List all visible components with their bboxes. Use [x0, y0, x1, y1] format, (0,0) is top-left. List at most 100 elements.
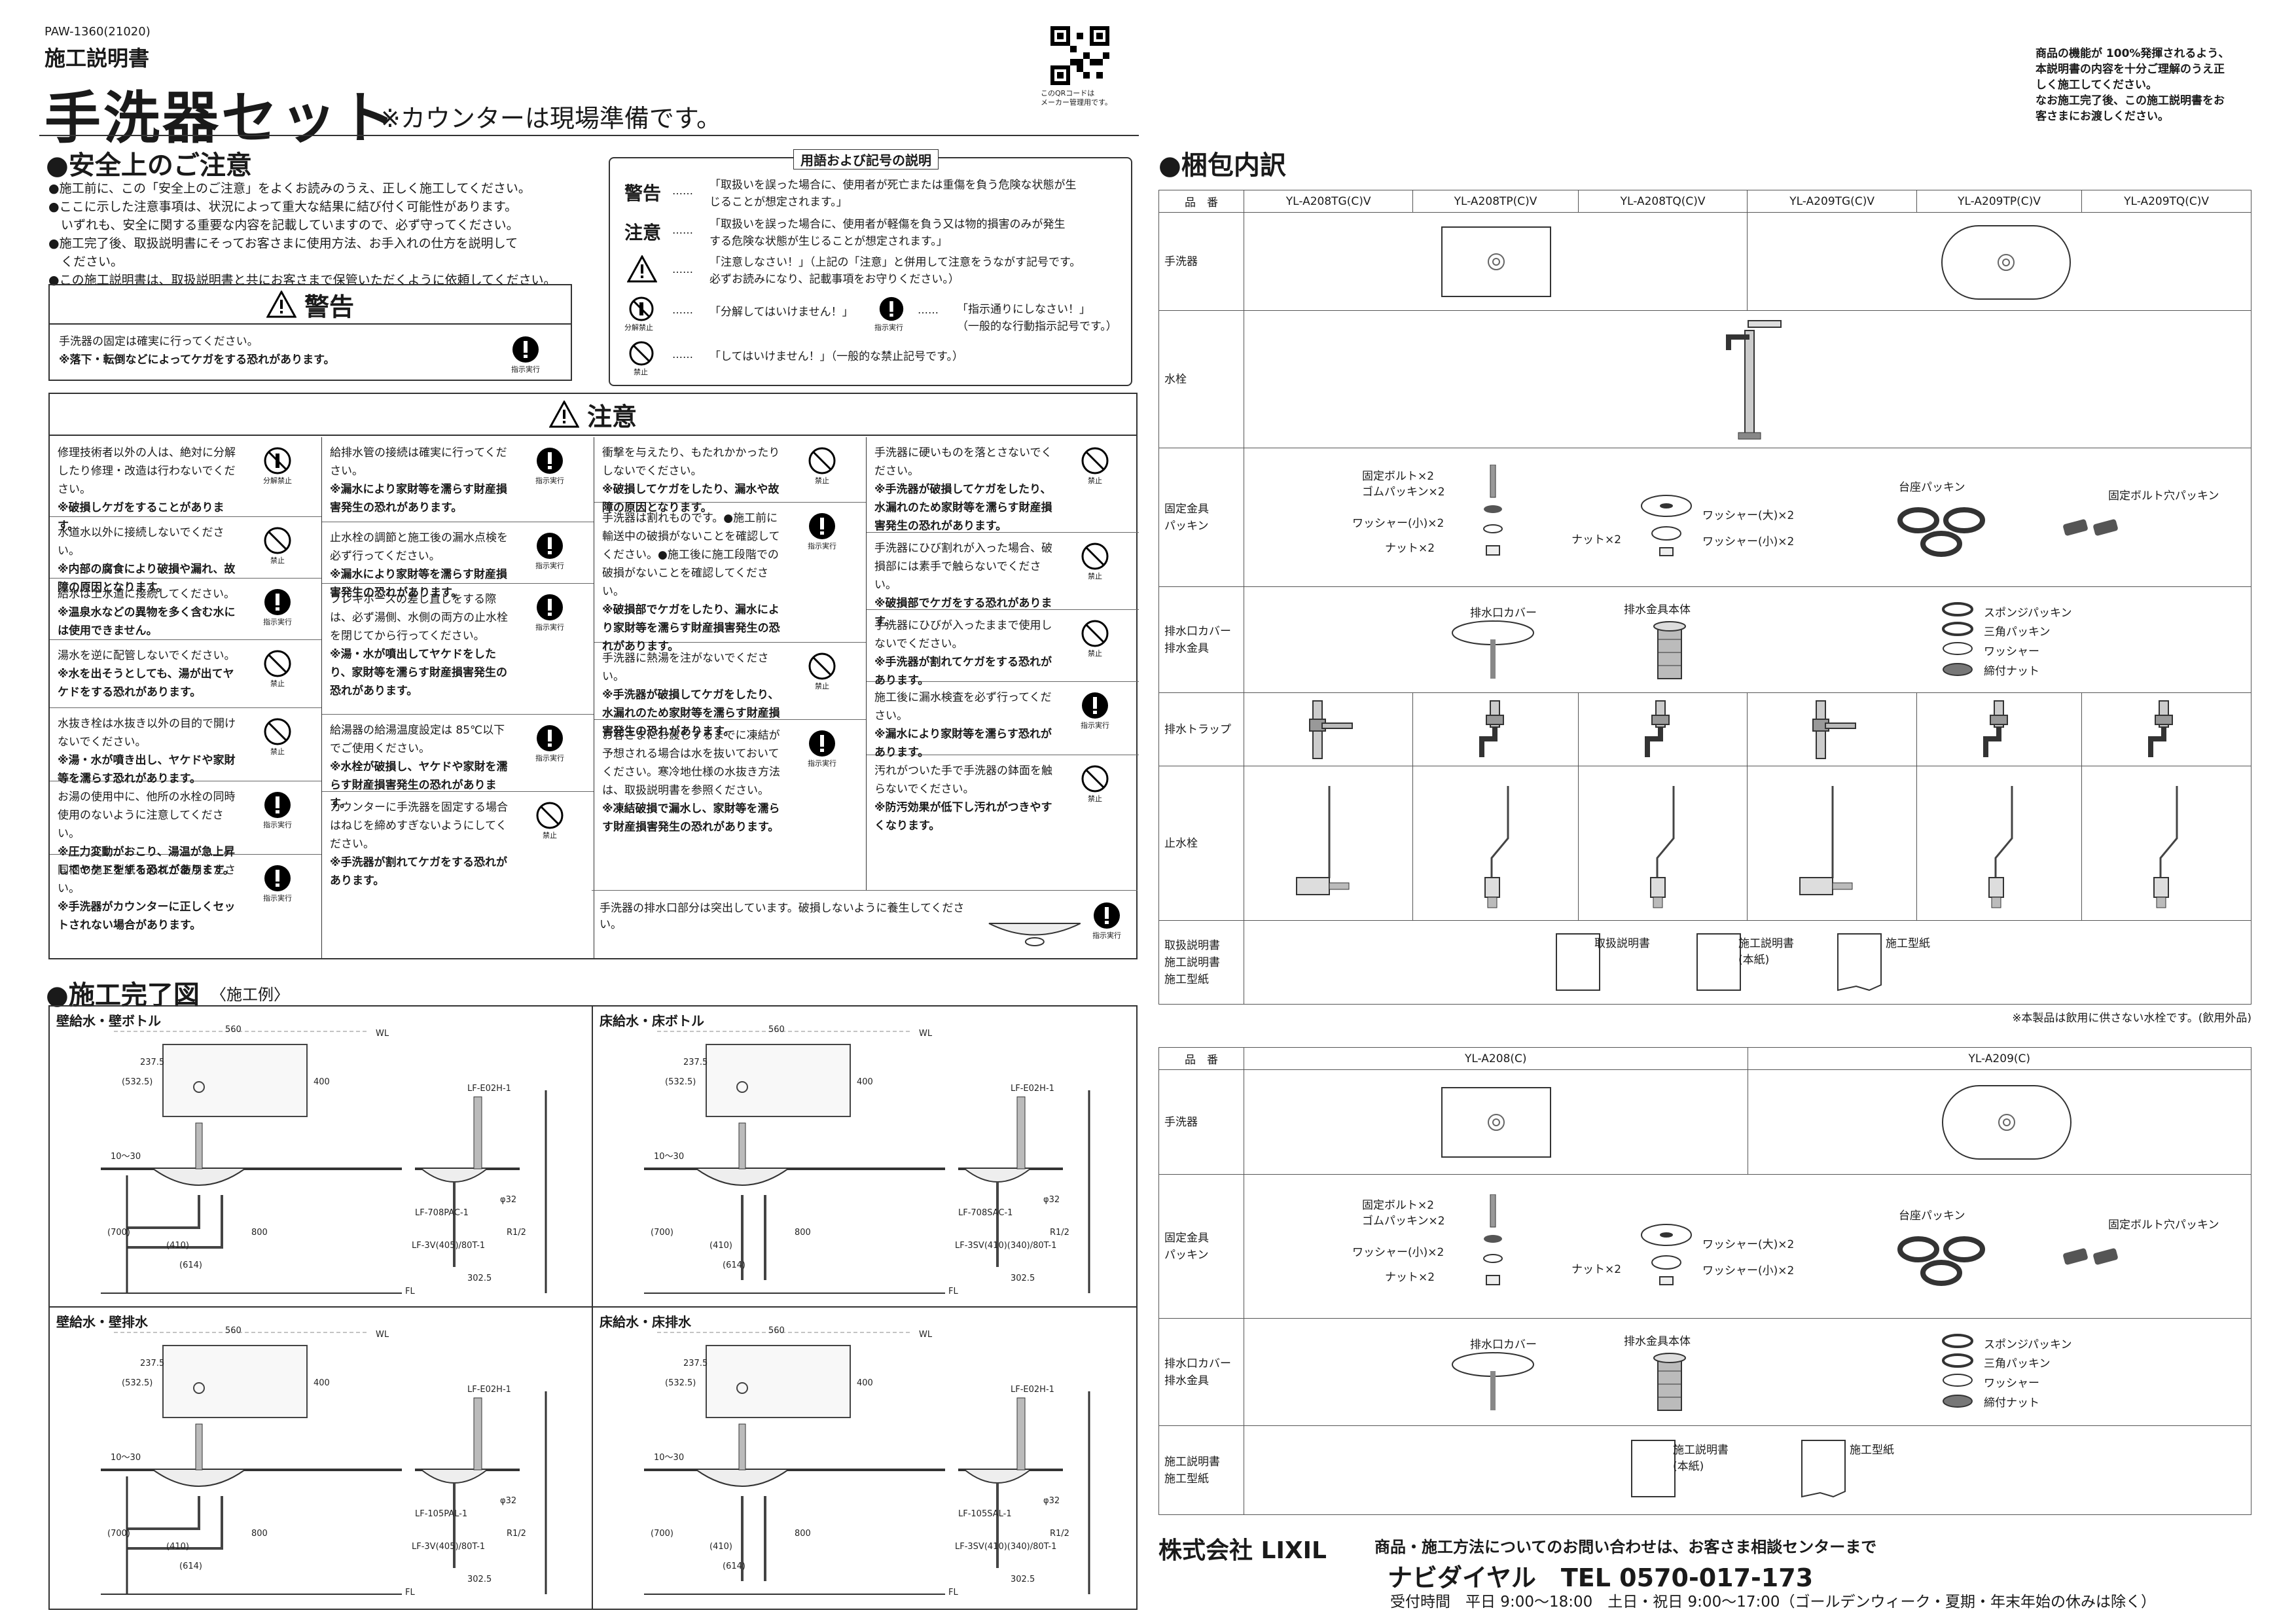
instruction-icon — [809, 730, 835, 757]
instruction-icon — [879, 296, 904, 321]
caution-item: 給排水管の接続は確実に行ってください。※漏水により家財等を濡らす財産損害発生の恐… — [322, 437, 594, 522]
caution-item: 汚れがついた手で手洗器の鉢面を触らないでください。※防汚効果が低下し汚れがつきや… — [867, 755, 1139, 832]
base-packing-illustration — [1897, 1236, 1985, 1286]
drain-trap-illustration — [1309, 700, 1353, 759]
packing-title: ●梱包内訳 — [1158, 151, 1286, 181]
caution-item: 手洗器にひび割れが入った場合、破損部には素手で触らないでください。※破損部でケガ… — [867, 533, 1139, 628]
basin-bottom-illustration — [988, 923, 1081, 946]
drain-body-illustration — [1653, 621, 1686, 679]
caution-item: 給湯器の給湯温度設定は 85℃以下でご使用ください。※水栓が破損し、ヤケドや家財… — [322, 715, 594, 810]
reception-hours: 受付時間 平日 9:00〜18:00 土日・祝日 9:00〜17:00（ゴールデ… — [1390, 1594, 2157, 1611]
washer-set-illustration — [1641, 1224, 1692, 1285]
instruction-icon — [537, 725, 563, 751]
caution-item: 水抜き栓は水抜き以外の目的で開けないでください。※湯・水が噴き出し、ヤケドや家財… — [50, 708, 321, 785]
safety-title: ●安全上のご注意 — [46, 151, 252, 181]
caution-item: カウンターに手洗器を固定する場合はねじを締めすぎないようにしてください。※手洗器… — [322, 792, 594, 890]
prohibited-icon — [1081, 447, 1109, 474]
stop-valve-illustration — [1649, 786, 1675, 908]
navi-dial: ナビダイヤル TEL 0570-017-173 — [1388, 1563, 1814, 1592]
warning-line1: 手洗器の固定は確実に行ってください。 — [59, 335, 259, 348]
stop-valve-illustration — [1988, 786, 2013, 908]
legend-chui: 注意 — [624, 222, 662, 243]
caution-item: 修理技術者以外の人は、絶対に分解したり修理・改造は行わないでください。※破損しケ… — [50, 437, 321, 533]
caution-item: 手洗器にひびが入ったままで使用しないでください。※手洗器が割れてケガをする恐れが… — [867, 610, 1139, 687]
basin-square-illustration — [1441, 226, 1551, 297]
instruction-icon — [264, 792, 291, 818]
packing-table-2: 品 番 YL-A208(C) YL-A209(C) 手洗器 固定金具 パッキン … — [1158, 1047, 2251, 1515]
no-disassembly-icon — [264, 447, 291, 474]
stop-valve-illustration — [1296, 786, 1350, 895]
doc-type: 施工説明書 — [45, 46, 150, 71]
prohibited-icon — [1081, 765, 1109, 793]
prohibited-icon — [264, 718, 291, 745]
qr-code — [1050, 26, 1109, 85]
diagram-drawing — [101, 1031, 547, 1294]
prohibited-icon — [1081, 620, 1109, 647]
warning-title: 警告 — [304, 292, 354, 321]
faucet-illustration — [1726, 320, 1782, 440]
base-packing-illustration — [1897, 507, 1985, 557]
caution-item: 施工後に漏水検査を必ず行ってください。※漏水により家財等を濡らす恐れがあります。… — [867, 682, 1139, 759]
basin-square-illustration — [1441, 1087, 1551, 1158]
caution-item: 水道水以外に接続しないでください。※内部の腐食により破損や漏れ、故障の原因となり… — [50, 517, 321, 594]
completion-hdivider — [48, 1306, 1138, 1308]
packing-table-1: 品 番 YL-A208TG(C)V YL-A208TP(C)V YL-A208T… — [1158, 190, 2251, 1025]
caution-item: 湯水を逆に配管しないでください。※水を出そうとしても、湯が出てヤケドをする恐れが… — [50, 640, 321, 708]
instruction-icon — [809, 513, 835, 539]
prohibited-icon — [808, 447, 836, 474]
caution-item: 手洗器に硬いものを落とさないでください。※手洗器が破損してケガをしたり、水漏れの… — [867, 437, 1139, 533]
no-disassembly-icon — [629, 296, 654, 321]
drain-parts-illustration — [1942, 1334, 1973, 1408]
caution-item: お湯の使用中に、他所の水栓の同時使用のないように注意してください。※圧力変動がお… — [50, 781, 321, 877]
prohibited-icon — [629, 341, 654, 366]
caution-item: 止水栓の調節と施工後の漏水点検を必ず行ってください。※漏水により家財等を濡らす財… — [322, 522, 594, 599]
caution-column: 修理技術者以外の人は、絶対に分解したり修理・改造は行わないでください。※破損しケ… — [50, 437, 322, 958]
completion-sub: 〈施工例〉 — [211, 986, 289, 1004]
safety-bullets: ●施工前に、この「安全上のご注意」をよくお読みのうえ、正しく施工してください。 … — [48, 181, 556, 287]
drain-body-illustration — [1653, 1353, 1686, 1411]
contact-intro: 商品・施工方法についてのお問い合わせは、お客さま相談センターまで — [1374, 1538, 1877, 1556]
drain-trap-illustration — [1982, 700, 2008, 757]
prohibited-icon — [808, 652, 836, 680]
instruction-icon — [537, 448, 563, 474]
basin-round-illustration — [1941, 225, 2072, 300]
manual-icon — [1556, 933, 1600, 991]
drain-trap-illustration — [1479, 700, 1505, 757]
prohibited-icon — [264, 527, 291, 554]
caution-triangle-icon — [627, 255, 657, 283]
instruction-icon — [264, 589, 291, 615]
diagram-drawing — [644, 1031, 1090, 1294]
company-name: 株式会社 LIXIL — [1158, 1537, 1327, 1564]
page-subtitle: ※カウンターは現場準備です。 — [380, 104, 722, 133]
caution-item: 給水は上水道に接続してください。※温泉水などの異物を多く含む水には使用できません… — [50, 579, 321, 640]
basin-round-illustration — [1941, 1085, 2072, 1160]
packing-note: ※本製品は飲用に供さない水栓です。(飲用外品) — [2012, 1012, 2251, 1025]
intro-text: 商品の機能が 100%発揮されるよう、 本説明書の内容を十分ご理解のうえ正 しく… — [2036, 47, 2230, 123]
legend-box: 用語および記号の説明 警告 …… 「取扱いを誤った場合に、使用者が死亡または重傷… — [609, 149, 1132, 386]
drain-parts-illustration — [1942, 602, 1973, 676]
stop-valve-illustration — [1799, 786, 1853, 895]
caution-column: 手洗器に硬いものを落とさないでください。※手洗器が破損してケガをしたり、水漏れの… — [867, 437, 1139, 890]
instruction-icon — [1094, 902, 1121, 929]
washer-set-illustration — [1641, 495, 1692, 556]
qr-caption: このQRコードは メーカー管理用です。 — [1041, 89, 1112, 107]
caution-column: 給排水管の接続は確実に行ってください。※漏水により家財等を濡らす財産損害発生の恐… — [322, 437, 594, 958]
warning-box: 警告 手洗器の固定は確実に行ってください。 ※落下・転倒などによってケガをする恐… — [48, 284, 572, 381]
warning-line2: ※落下・転倒などによってケガをする恐れがあります。 — [59, 353, 335, 366]
caution-item: お客さまにお渡しするまでに凍結が予想される場合は水を抜いておいてください。寒冷地… — [602, 729, 836, 834]
drain-cover-illustration — [1452, 1352, 1534, 1410]
instruction-icon — [264, 865, 291, 891]
install-manual-icon — [1631, 1440, 1676, 1497]
drain-trap-illustration — [2148, 700, 2174, 757]
template-icon — [1801, 1440, 1846, 1498]
header-divider — [39, 135, 1139, 136]
caution-item: 手洗器に熱湯を注がないでください。※手洗器が破損してケガをしたり、水漏れのため家… — [594, 643, 866, 738]
stop-valve-illustration — [1484, 786, 1509, 908]
install-manual-icon — [1696, 933, 1741, 991]
legend-keikoku: 警告 — [624, 183, 662, 204]
caution-box: 注意 — [48, 393, 1138, 959]
legend-title: 用語および記号の説明 — [793, 149, 939, 169]
